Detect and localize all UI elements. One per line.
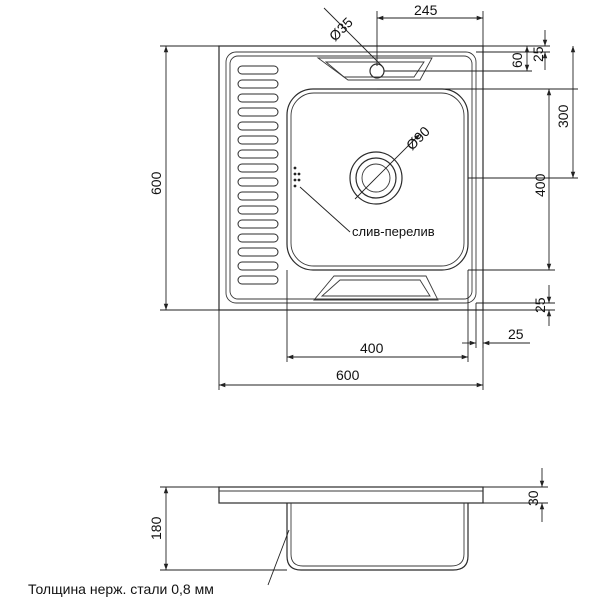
- flange-height-dim: 30: [525, 490, 541, 506]
- drain-overflow-label: слив-перелив: [352, 224, 435, 239]
- sink-rim-inner-2: [229, 55, 473, 300]
- drain-inner: [355, 157, 397, 199]
- overall-depth-dim: 600: [148, 171, 164, 195]
- drain-diameter-label: Ø90: [403, 123, 433, 153]
- overflow-leader: [299, 186, 351, 233]
- overall-width-dim: 600: [336, 367, 360, 383]
- side-flange: [218, 486, 484, 504]
- bowl-center-dim: 300: [555, 104, 571, 128]
- sink-rim-inner: [225, 51, 477, 304]
- overflow-slots: [293, 166, 301, 188]
- tap-hole-diameter-label: Ø35: [326, 14, 356, 44]
- bowl-depth-dim: 400: [532, 173, 548, 197]
- steel-thickness-label: Толщина нерж. стали 0,8 мм: [28, 581, 214, 597]
- side-rim-dim: 25: [508, 326, 524, 342]
- rim-top-dim: 25: [530, 46, 546, 62]
- top-view: слив-перелив Ø90 Ø35 245 25 60 300: [148, 2, 578, 390]
- tap-platform: [316, 57, 433, 81]
- bowl-inner: [290, 92, 465, 267]
- tap-from-top-dim: 60: [509, 52, 525, 68]
- drain-outer: [349, 151, 403, 205]
- bottom-platform: [313, 275, 439, 301]
- bowl-outline: [286, 88, 469, 271]
- drain-core: [361, 163, 391, 193]
- tap-offset-dim: 245: [414, 2, 438, 18]
- drainboard-grooves: [237, 65, 279, 285]
- bowl-width-dim: 400: [360, 340, 384, 356]
- rim-bottom-dim: 25: [532, 297, 548, 313]
- side-bowl: [286, 503, 469, 571]
- height-dim: 180: [148, 516, 164, 540]
- side-view: 180 30 Толщина нерж. стали 0,8 мм: [28, 468, 548, 597]
